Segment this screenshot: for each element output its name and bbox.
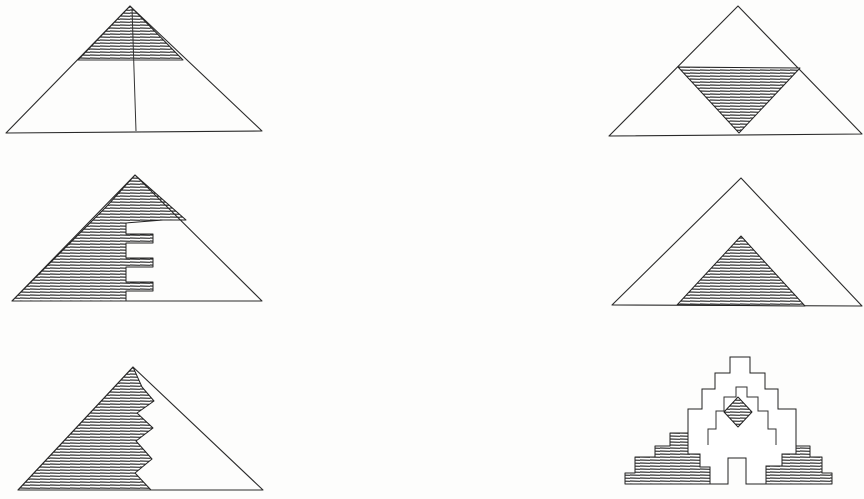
triangle-nested-figure [600,165,864,315]
triangle-comb-edge-figure [0,165,290,315]
triangle-inverted-center-figure [600,0,864,150]
inner-hatched-triangle [677,236,805,306]
hatched-comb-region [12,175,186,301]
triangle-zigzag-edge-figure [0,355,290,499]
stepped-pyramid-figure [600,345,864,499]
hatched-zigzag-region [18,367,154,490]
hatched-apex-region [78,6,183,60]
inverted-hatched-triangle [678,67,800,133]
triangle-top-hatched-figure [0,0,290,150]
